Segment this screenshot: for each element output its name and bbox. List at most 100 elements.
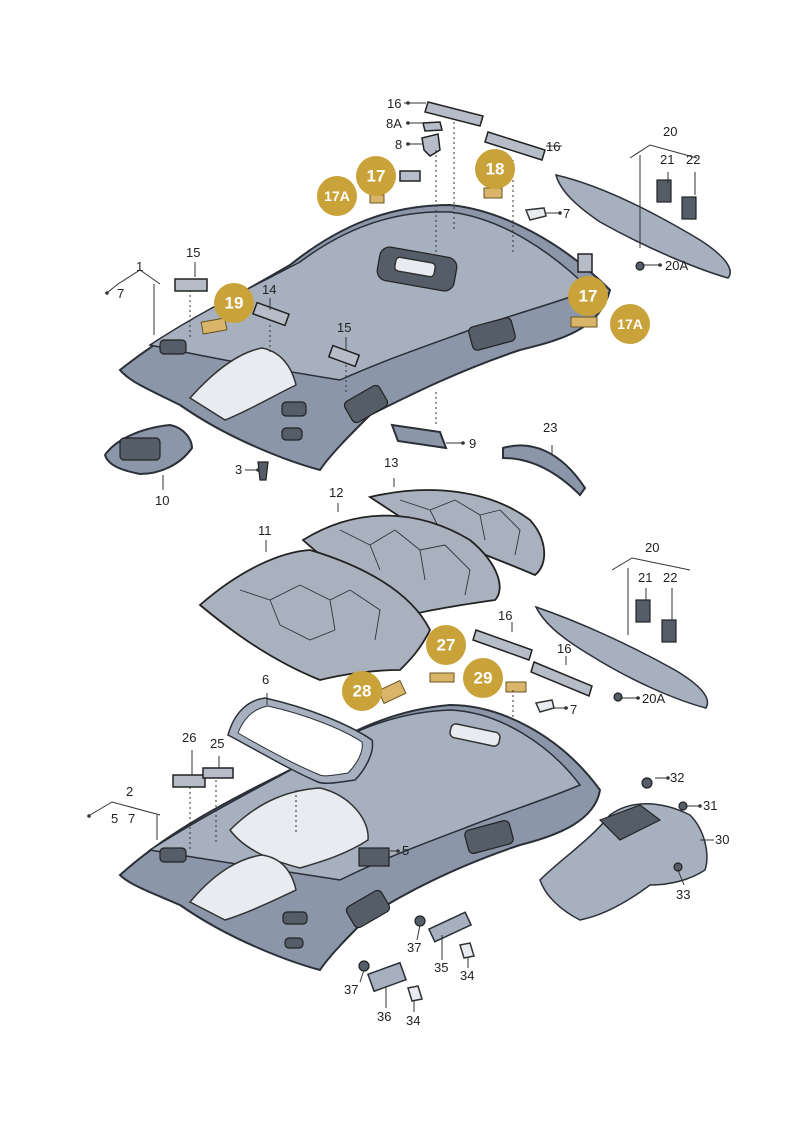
label-7: 7 [570,702,577,717]
badge-17: 17 [356,156,396,196]
bracket-5 [358,847,390,867]
headliner-upper [118,203,612,472]
svg-text:28: 28 [353,682,372,701]
clip-7-lower [534,699,555,713]
badge-18: 18 [475,149,515,189]
label-10: 10 [155,493,169,508]
insulation-mat-12 [301,514,501,616]
svg-text:17A: 17A [617,316,643,332]
lamp-9 [390,423,448,450]
damper-25 [202,767,234,779]
badge-29: 29 [463,658,503,698]
svg-text:18: 18 [486,160,505,179]
screw-37-b [358,960,370,972]
bracket-assembly-30 [539,777,708,921]
insulation-mat-11 [198,549,432,681]
badge-17a: 17A [317,176,357,216]
clip-7-upper [524,207,547,221]
label-34: 34 [460,968,474,983]
label-20: 20 [645,540,659,555]
label-8a: 8A [386,116,402,131]
svg-text:17A: 17A [324,188,350,204]
bracket-8 [421,133,441,157]
label-5: 5 [402,843,409,858]
label-7: 7 [563,206,570,221]
damper-17-right [577,253,593,273]
sunroof-seal-6-inner [237,705,363,777]
label-32: 32 [670,770,684,785]
pad-29 [505,681,527,693]
label-1: 1 [136,259,143,274]
svg-text:27: 27 [437,636,456,655]
label-34: 34 [406,1013,420,1028]
pad-18 [483,187,503,199]
screw-37-a [414,915,426,927]
label-7: 7 [117,286,124,301]
bracket-8a [422,121,443,132]
pad-27 [429,672,455,683]
damper-14 [252,301,290,327]
label-3: 3 [235,462,242,477]
control-unit-10 [103,423,194,476]
label-6: 6 [262,672,269,687]
label-9: 9 [469,436,476,451]
label-7: 7 [128,811,135,826]
badges: 17 17A 18 19 17 17A 27 28 [214,149,650,711]
label-20a: 20A [665,258,688,273]
svg-text:17: 17 [579,287,598,306]
badge-27: 27 [426,625,466,665]
label-21: 21 [660,152,674,167]
label-14: 14 [262,282,276,297]
pad-17a-right [570,316,598,328]
svg-text:19: 19 [225,294,244,313]
label-33: 33 [676,887,690,902]
damper-part [399,170,421,182]
label-37: 37 [344,982,358,997]
roof-rail-20-lower [534,599,709,709]
badge-17: 17 [568,276,608,316]
label-22: 22 [663,570,677,585]
label-16: 16 [387,96,401,111]
headliner-lower [118,703,602,972]
label-16: 16 [498,608,512,623]
label-30: 30 [715,832,729,847]
leader-lines [89,102,714,1012]
label-37: 37 [407,940,421,955]
label-25: 25 [210,736,224,751]
badge-28: 28 [342,671,382,711]
label-8: 8 [395,137,402,152]
roof-strip-16-top [424,101,546,161]
cover-23 [502,444,587,497]
label-22: 22 [686,152,700,167]
nut-34-b [407,985,423,1002]
badge-19: 19 [214,283,254,323]
label-31: 31 [703,798,717,813]
nut-34-a [459,942,475,959]
label-21: 21 [638,570,652,585]
screw-3 [257,461,269,481]
damper-15-left [174,278,208,292]
label-23: 23 [543,420,557,435]
badge-17a: 17A [610,304,650,344]
roof-strip-16-a [472,629,533,661]
label-16: 16 [557,641,571,656]
label-16: 16 [546,139,560,154]
label-35: 35 [434,960,448,975]
pad-28 [377,679,407,705]
svg-text:29: 29 [474,669,493,688]
damper-15-mid [327,344,361,368]
label-2: 2 [126,784,133,799]
part-labels: 16 8A 8 16 20 21 22 7 20A 15 1 7 14 15 9… [111,96,729,1028]
pad-17a-upper [369,194,385,204]
pad-19 [200,317,228,335]
label-15: 15 [186,245,200,260]
label-13: 13 [384,455,398,470]
label-11: 11 [258,523,272,538]
bracket-35 [427,911,473,943]
label-36: 36 [377,1009,391,1024]
label-20a: 20A [642,691,665,706]
label-5: 5 [111,811,118,826]
svg-text:17: 17 [367,167,386,186]
leader-dots [87,101,702,853]
